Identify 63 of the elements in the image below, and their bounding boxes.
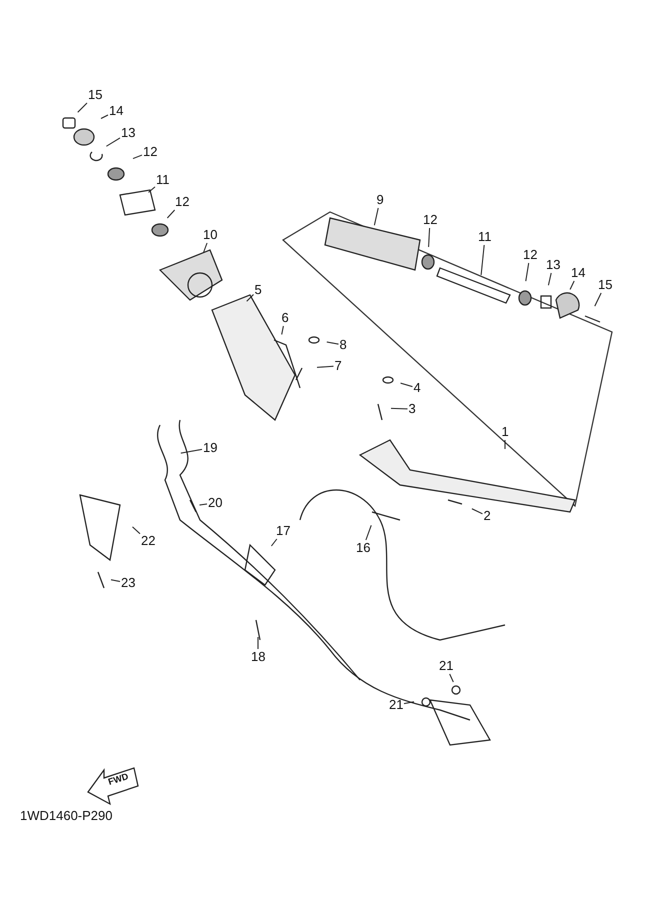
callout-number: 11 xyxy=(478,230,492,244)
callout-number: 18 xyxy=(251,650,266,664)
callout-number: 16 xyxy=(356,541,370,555)
leader-line xyxy=(270,538,278,546)
callout-number: 9 xyxy=(376,193,384,207)
diagram-code: 1WD1460-P290 xyxy=(20,808,112,823)
callout-number: 20 xyxy=(208,496,222,510)
leader-line xyxy=(548,272,552,286)
leader-line xyxy=(106,137,120,147)
callout-number: 12 xyxy=(175,195,190,209)
leader-line xyxy=(132,154,142,160)
leader-line xyxy=(246,294,254,302)
leader-line xyxy=(180,448,202,454)
callout-number: 8 xyxy=(340,338,347,352)
leader-line xyxy=(148,186,156,193)
leader-line xyxy=(110,579,120,582)
callout-number: 15 xyxy=(598,278,612,292)
callout-number: 5 xyxy=(254,283,262,297)
leader-line xyxy=(100,114,108,119)
leader-line xyxy=(390,408,408,410)
callout-number: 14 xyxy=(571,266,586,280)
callout-number: 15 xyxy=(88,88,102,102)
callout-number: 4 xyxy=(414,381,421,395)
callout-number: 7 xyxy=(334,359,342,373)
callout-number: 23 xyxy=(121,576,136,590)
leader-line xyxy=(203,242,208,253)
leader-line xyxy=(525,262,530,282)
callout-number: 17 xyxy=(276,524,290,538)
leader-line xyxy=(594,292,602,307)
callout-number: 22 xyxy=(141,534,156,548)
leader-line xyxy=(480,244,485,276)
callout-number: 13 xyxy=(546,258,560,272)
leader-line xyxy=(166,210,176,218)
leader-line xyxy=(316,366,334,368)
callout-number: 21 xyxy=(439,659,454,673)
leader-line xyxy=(504,440,506,450)
leader-line xyxy=(281,326,284,335)
callout-number: 11 xyxy=(156,173,170,187)
leader-line xyxy=(374,208,379,226)
callout-number: 1 xyxy=(502,425,509,439)
callout-number: 13 xyxy=(121,126,136,140)
callout-number: 14 xyxy=(109,104,124,118)
leader-line xyxy=(570,280,575,290)
leader-line xyxy=(428,228,430,248)
leader-line xyxy=(77,102,88,113)
leader-line xyxy=(471,508,483,514)
callout-number: 3 xyxy=(408,402,416,416)
leader-line xyxy=(326,342,339,345)
leader-line xyxy=(199,504,208,506)
callout-number: 6 xyxy=(282,311,289,325)
callout-number: 12 xyxy=(523,248,538,262)
callout-number: 21 xyxy=(389,698,404,712)
direction-label: FWD xyxy=(106,771,130,787)
leader-line xyxy=(449,674,454,682)
callout-number: 19 xyxy=(203,441,218,455)
callout-number: 2 xyxy=(484,509,491,523)
callout-number: 12 xyxy=(143,145,158,159)
leader-line xyxy=(404,701,414,704)
leader-line xyxy=(400,382,413,388)
callout-number: 10 xyxy=(203,228,218,242)
callout-number: 12 xyxy=(423,213,438,227)
leader-line xyxy=(132,526,140,534)
leader-line xyxy=(365,524,372,540)
